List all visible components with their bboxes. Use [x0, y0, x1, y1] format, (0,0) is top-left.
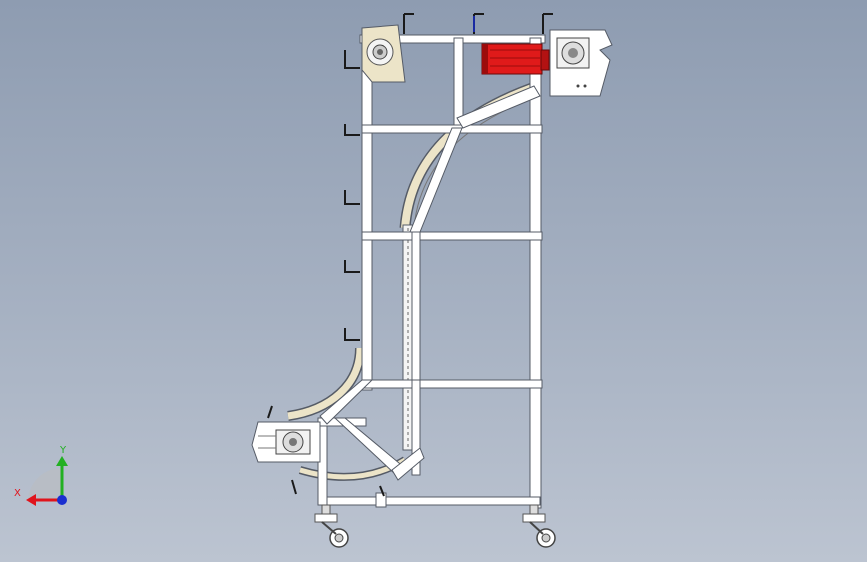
coordinate-triad: Y X — [14, 445, 68, 506]
tail-hooks — [267, 405, 385, 497]
frame — [317, 34, 546, 509]
top-bearing-plate — [361, 24, 406, 83]
y-axis-label: Y — [59, 445, 67, 456]
x-axis-label: X — [14, 488, 21, 499]
gear-motor-icon[interactable] — [481, 43, 550, 75]
drive-bracket — [549, 29, 613, 97]
bearing-block-icon[interactable] — [251, 421, 321, 463]
caster-wheel-left[interactable] — [314, 504, 349, 548]
caster-wheel-right[interactable] — [522, 504, 556, 548]
